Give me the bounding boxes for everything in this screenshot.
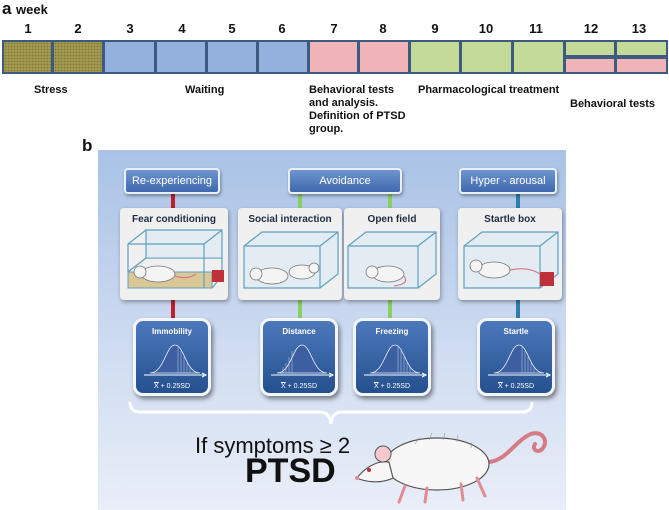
label-stress: Stress bbox=[34, 84, 68, 96]
test-title: Fear conditioning bbox=[132, 214, 216, 225]
week-number: 7 bbox=[330, 21, 338, 36]
measure-startle: Startle X + 0.25SD bbox=[477, 318, 555, 396]
timeline-cell-waiting bbox=[206, 40, 258, 74]
label-behavioral-final: Behavioral tests bbox=[570, 98, 655, 110]
week-number: 1 bbox=[24, 21, 32, 36]
connector-line bbox=[388, 193, 392, 209]
week-number: 13 bbox=[631, 21, 647, 36]
timeline-cell-behavioral bbox=[308, 40, 359, 74]
test-social-interaction: Social interaction bbox=[238, 208, 342, 300]
mean-symbol: X bbox=[498, 383, 503, 390]
threshold-rest: + 0.25SD bbox=[285, 383, 317, 390]
connector-line bbox=[171, 300, 175, 320]
label-waiting: Waiting bbox=[185, 84, 225, 96]
timeline-cell-stress bbox=[52, 40, 104, 74]
threshold-formula: X + 0.25SD bbox=[480, 383, 552, 390]
measure-immobility: Immobility X + 0.25SD bbox=[133, 318, 211, 396]
cage-illustration bbox=[127, 229, 224, 289]
test-title: Social interaction bbox=[248, 214, 332, 225]
week-number: 6 bbox=[278, 21, 286, 36]
threshold-formula: X + 0.25SD bbox=[136, 383, 208, 390]
label-behavioral-analysis: Behavioral tests and analysis. Definitio… bbox=[309, 84, 406, 136]
measure-title: Immobility bbox=[151, 327, 192, 336]
timeline-cell-waiting bbox=[155, 40, 207, 74]
conclusion-condition: If symptoms ≥ 2 bbox=[195, 433, 351, 458]
measure-distance: Distance X + 0.25SD bbox=[260, 318, 338, 396]
panel-a-letter: a bbox=[2, 0, 12, 18]
week-title: week bbox=[16, 2, 48, 17]
threshold-rest: + 0.25SD bbox=[158, 383, 190, 390]
week-number: 3 bbox=[126, 21, 134, 36]
mean-symbol: X bbox=[281, 383, 286, 390]
threshold-rest: + 0.25SD bbox=[502, 383, 534, 390]
distribution-curve-icon bbox=[364, 344, 428, 378]
rat-illustration bbox=[355, 431, 548, 504]
timeline-cell-pharmacological bbox=[409, 40, 461, 74]
cage-illustration bbox=[243, 231, 339, 289]
week-number: 10 bbox=[478, 21, 494, 36]
timeline-cell-behavioral bbox=[564, 57, 616, 74]
test-title: Startle box bbox=[484, 214, 536, 225]
connector-line bbox=[171, 193, 175, 209]
measure-freezing: Freezing X + 0.25SD bbox=[353, 318, 431, 396]
mean-symbol: X bbox=[154, 383, 159, 390]
distribution-curve-icon bbox=[271, 344, 335, 378]
cage-illustration bbox=[347, 231, 437, 289]
connector-line bbox=[298, 300, 302, 320]
category-hyperarousal: Hyper - arousal bbox=[459, 168, 557, 194]
connector-line bbox=[516, 193, 520, 209]
distribution-curve-icon bbox=[144, 344, 208, 378]
label-line: Definition of PTSD bbox=[309, 110, 406, 122]
timeline-cell-pharmacological bbox=[512, 40, 565, 74]
conclusion-ptsd: PTSD bbox=[245, 452, 336, 490]
test-startle-box: Startle box bbox=[458, 208, 562, 300]
week-number: 5 bbox=[228, 21, 236, 36]
timeline-cell-pharmacological bbox=[460, 40, 513, 74]
timeline-cell-waiting bbox=[103, 40, 156, 74]
week-number: 8 bbox=[379, 21, 387, 36]
threshold-formula: X + 0.25SD bbox=[263, 383, 335, 390]
week-number: 2 bbox=[74, 21, 82, 36]
category-reexperiencing: Re-experiencing bbox=[124, 168, 220, 194]
measure-title: Freezing bbox=[375, 327, 409, 336]
test-title: Open field bbox=[367, 214, 417, 225]
week-number: 12 bbox=[583, 21, 599, 36]
speaker-icon bbox=[540, 272, 554, 286]
measure-title: Distance bbox=[282, 327, 316, 336]
test-open-field: Open field bbox=[344, 208, 440, 300]
threshold-rest: + 0.25SD bbox=[378, 383, 410, 390]
label-pharmacological: Pharmacological treatment bbox=[418, 84, 560, 96]
connector-line bbox=[516, 300, 520, 320]
measure-title: Startle bbox=[503, 327, 529, 336]
label-line: Behavioral tests bbox=[309, 84, 394, 96]
label-line: group. bbox=[309, 123, 344, 135]
grouping-brace bbox=[128, 401, 534, 425]
timeline-cell-waiting bbox=[257, 40, 309, 74]
category-avoidance: Avoidance bbox=[288, 168, 402, 194]
connector-line bbox=[298, 193, 302, 209]
week-number: 4 bbox=[178, 21, 186, 36]
distribution-curve-icon bbox=[488, 344, 552, 378]
connector-line bbox=[388, 300, 392, 320]
timeline-cell-stress bbox=[2, 40, 53, 74]
mean-symbol: X bbox=[374, 383, 379, 390]
timeline-cell-behavioral bbox=[615, 57, 668, 74]
timeline-cell-pharmacological bbox=[615, 40, 668, 57]
panel-b-letter: b bbox=[82, 136, 93, 155]
timeline-cell-pharmacological bbox=[564, 40, 616, 57]
label-line: and analysis. bbox=[309, 97, 379, 109]
shock-icon bbox=[212, 270, 224, 282]
week-number: 9 bbox=[431, 21, 439, 36]
test-fear-conditioning: Fear conditioning bbox=[120, 208, 228, 300]
threshold-formula: X + 0.25SD bbox=[356, 383, 428, 390]
timeline-cell-behavioral bbox=[358, 40, 410, 74]
cage-illustration bbox=[463, 231, 559, 289]
week-number: 11 bbox=[529, 21, 543, 36]
